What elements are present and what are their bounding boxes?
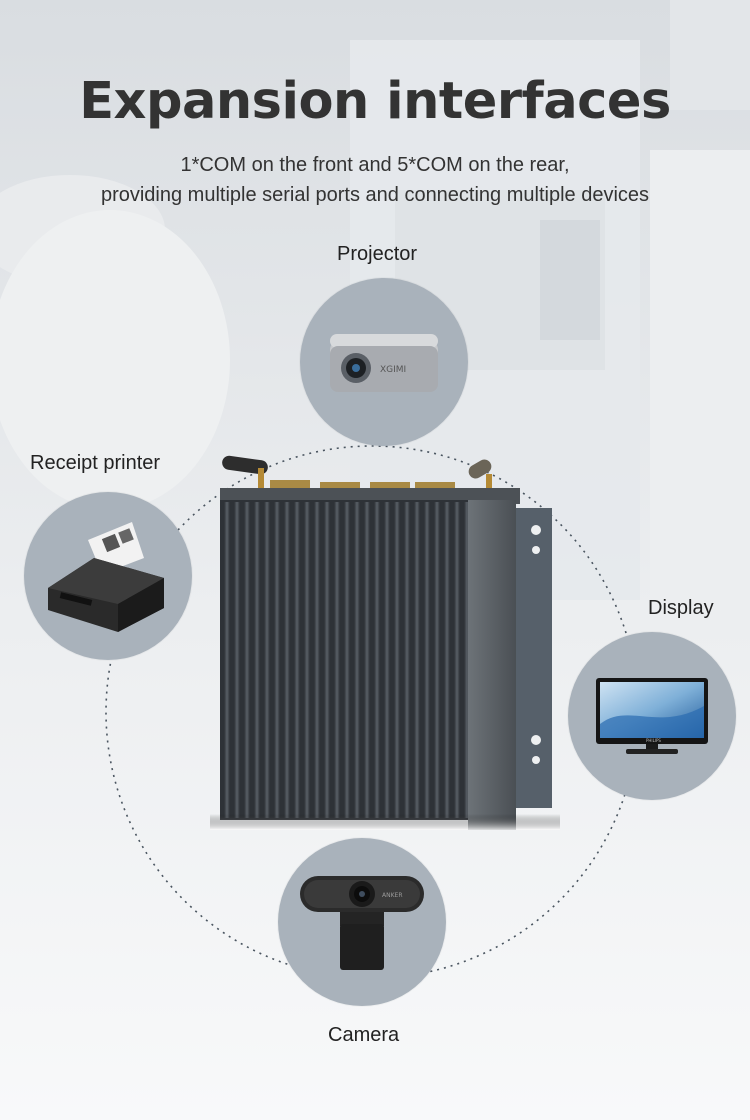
display-circle: PHILIPS bbox=[568, 632, 736, 800]
receipt-printer-label: Receipt printer bbox=[30, 452, 161, 474]
projector-label: Projector bbox=[337, 243, 418, 265]
subtitle-line-1: 1*COM on the front and 5*COM on the rear… bbox=[180, 154, 570, 176]
webcam-icon: ANKER bbox=[300, 876, 424, 970]
projector-icon: XGIMI bbox=[330, 334, 438, 392]
svg-text:ANKER: ANKER bbox=[382, 892, 403, 899]
projector-circle: XGIMI bbox=[300, 278, 468, 446]
subtitle-line-2: providing multiple serial ports and conn… bbox=[100, 184, 650, 206]
svg-text:PHILIPS: PHILIPS bbox=[646, 738, 661, 743]
receipt-printer-circle bbox=[24, 492, 192, 660]
industrial-pc-icon bbox=[210, 455, 560, 830]
page-title: Expansion interfaces bbox=[79, 72, 671, 131]
svg-text:XGIMI: XGIMI bbox=[380, 365, 406, 375]
camera-circle: ANKER bbox=[278, 838, 446, 1006]
page-subtitle: 1*COM on the front and 5*COM on the rear… bbox=[0, 150, 750, 210]
display-label: Display bbox=[648, 597, 714, 619]
camera-label: Camera bbox=[328, 1024, 400, 1046]
display-icon: PHILIPS bbox=[596, 678, 708, 754]
receipt-printer-icon bbox=[48, 522, 164, 632]
